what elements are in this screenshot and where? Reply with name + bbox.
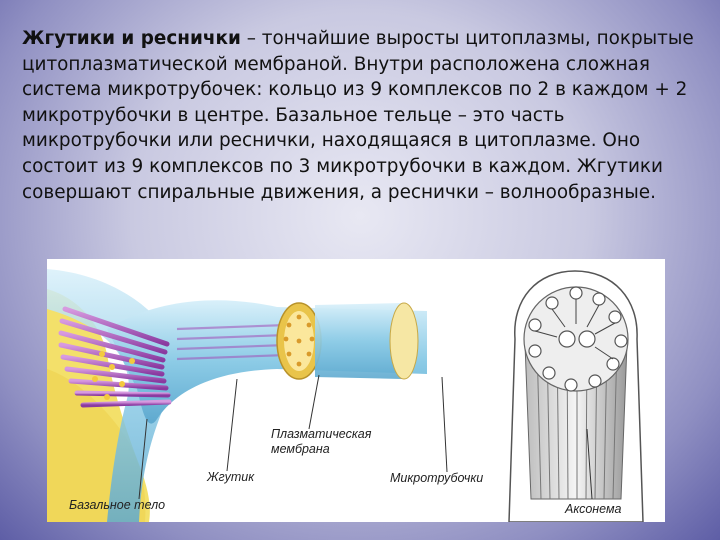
cross-section-dots xyxy=(283,314,315,367)
segment-membrane xyxy=(315,303,415,379)
protruding-microtubules xyxy=(396,308,468,374)
label-microtubules: Микротрубочки xyxy=(390,471,484,485)
flagellum-structure-figure: Плазматическая мембрана Жгутик Микротруб… xyxy=(47,259,665,522)
slide-text: Жгутики и реснички – тончайшие выросты ц… xyxy=(22,26,702,205)
term-bold: Жгутики и реснички xyxy=(22,28,241,49)
pointer-lines xyxy=(138,374,448,500)
shaft-microtubules xyxy=(176,323,288,361)
label-basal-body: Базальное тело xyxy=(69,498,166,512)
label-membrane-line1: Плазматическая xyxy=(271,427,372,441)
label-membrane-line2: мембрана xyxy=(271,442,330,456)
definition-text: – тончайшие выросты цитоплазмы, покрытые… xyxy=(22,28,694,203)
label-flagellum: Жгутик xyxy=(207,470,255,484)
basal-body-microtubules xyxy=(58,306,172,408)
axoneme-drawing xyxy=(508,270,644,522)
label-axoneme: Аксонема xyxy=(565,502,622,516)
figure-illustration xyxy=(47,269,644,522)
basal-dots xyxy=(92,351,135,400)
